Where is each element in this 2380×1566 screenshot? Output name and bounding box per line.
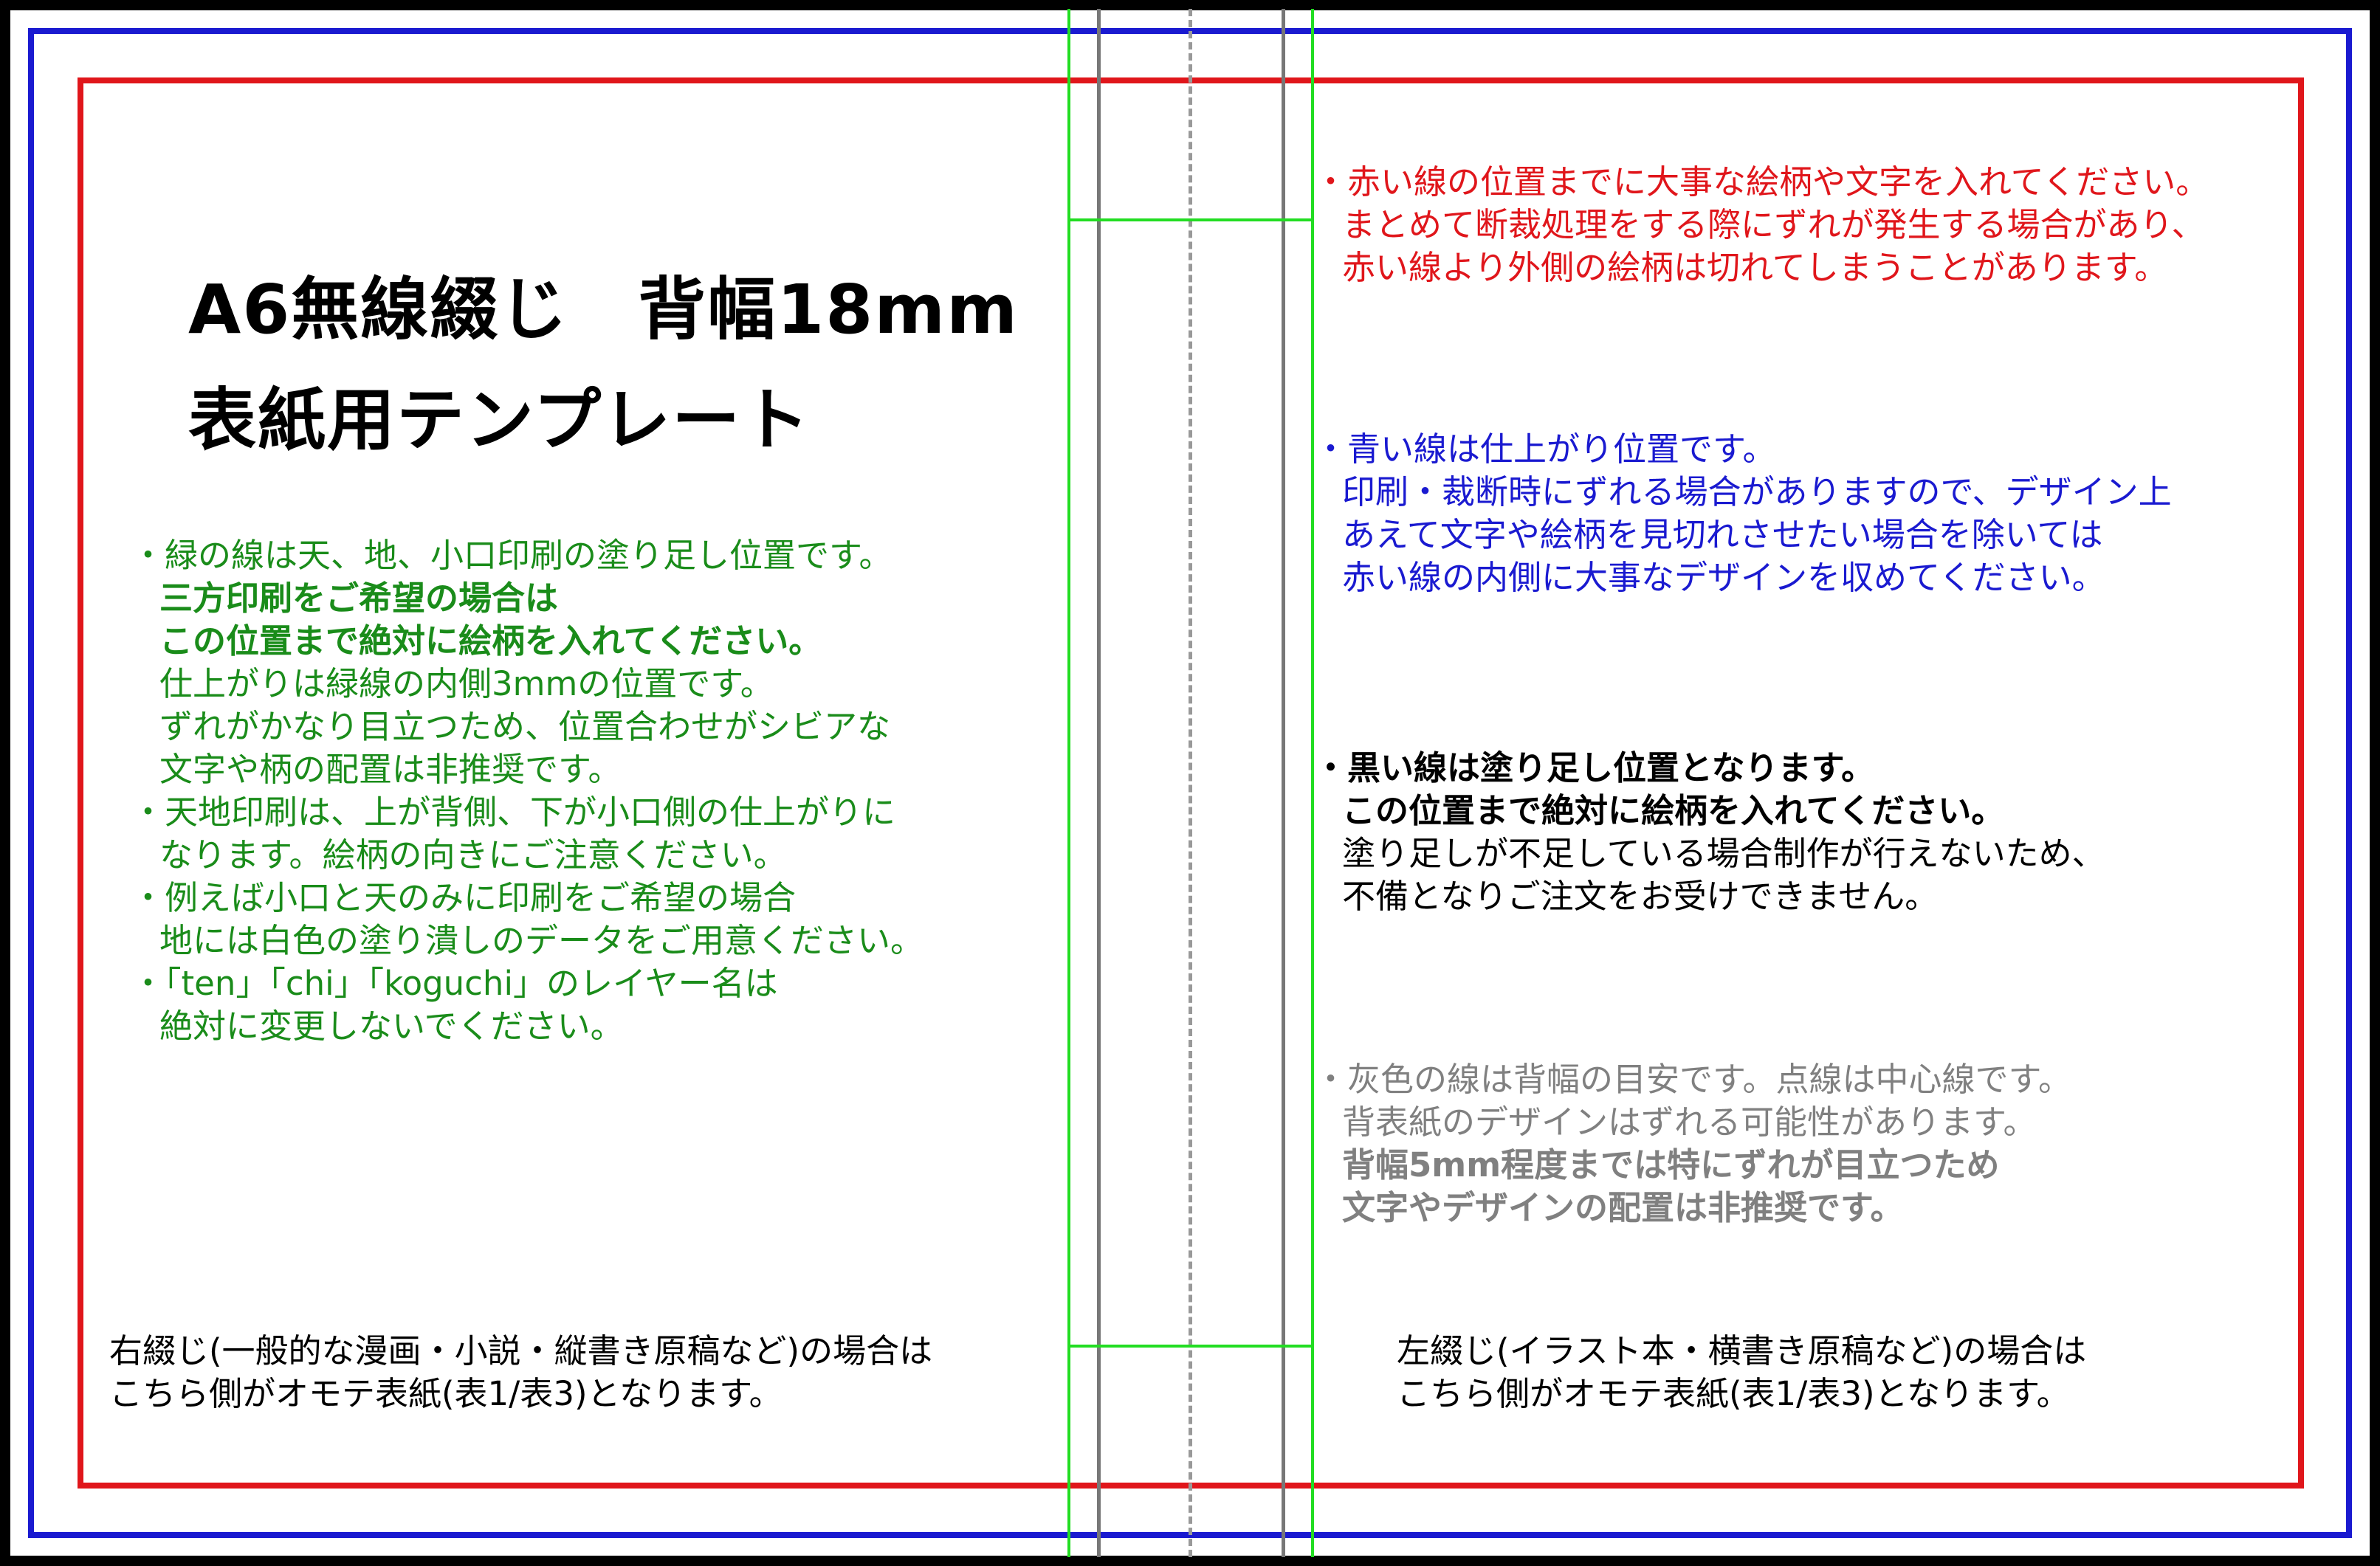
- spine-green-line-left: [1067, 9, 1070, 1557]
- green-note-line: ・天地印刷は、上が背側、下が小口側の仕上がりに: [131, 793, 896, 832]
- gray-note-line: 背表紙のデザインはずれる可能性があります。: [1342, 1103, 2037, 1142]
- red-note-line: 赤い線より外側の絵柄は切れてしまうことがあります。: [1342, 248, 2168, 287]
- spine-gray-line-left: [1097, 9, 1101, 1557]
- gray-line-notes: ・灰色の線は背幅の目安です。点線は中心線です。 背表紙のデザインはずれる可能性が…: [1314, 1058, 2071, 1229]
- spine-green-line-right: [1311, 9, 1314, 1557]
- black-note-line: 塗り足しが不足している場合制作が行えないため、: [1342, 834, 2105, 873]
- right-binding-line: こちら側がオモテ表紙(表1/表3)となります。: [109, 1374, 783, 1413]
- blue-line-notes: ・青い線は仕上がり位置です。 印刷・裁断時にずれる場合がありますので、デザイン上…: [1314, 428, 2172, 599]
- red-note-line: まとめて断裁処理をする際にずれが発生する場合があり、: [1342, 205, 2205, 244]
- gray-note-line: 文字やデザインの配置は非推奨です。: [1342, 1188, 1904, 1227]
- green-line-notes: ・緑の線は天、地、小口印刷の塗り足し位置です。 三方印刷をご希望の場合は この位…: [131, 534, 924, 1048]
- left-binding-line: 左綴じ(イラスト本・横書き原稿など)の場合は: [1397, 1331, 2087, 1370]
- green-note-line: 三方印刷をご希望の場合は: [159, 579, 559, 618]
- blue-note-line: 赤い線の内側に大事なデザインを収めてください。: [1342, 558, 2105, 597]
- right-binding-note: 右綴じ(一般的な漫画・小説・縦書き原稿など)の場合は こちら側がオモテ表紙(表1…: [109, 1330, 932, 1415]
- spine-gray-line-right: [1282, 9, 1285, 1557]
- spine-green-line-top: [1069, 218, 1313, 221]
- green-note-line: ・緑の線は天、地、小口印刷の塗り足し位置です。: [131, 536, 892, 575]
- green-note-line: ・「ten」「chi」「koguchi」のレイヤー名は: [131, 964, 778, 1003]
- green-note-line: 文字や柄の配置は非推奨です。: [159, 750, 622, 789]
- green-note-line: 絶対に変更しないでください。: [159, 1007, 624, 1046]
- green-note-line: ・例えば小口と天のみに印刷をご希望の場合: [131, 878, 797, 917]
- spine-green-line-bottom: [1069, 1345, 1313, 1348]
- template-title-line2: 表紙用テンプレート: [188, 381, 811, 460]
- gray-note-line: ・灰色の線は背幅の目安です。点線は中心線です。: [1314, 1060, 2072, 1099]
- blue-note-line: ・青い線は仕上がり位置です。: [1314, 430, 1776, 469]
- black-note-line: 不備となりご注文をお受けできません。: [1342, 877, 1939, 916]
- black-line-notes: ・黒い線は塗り足し位置となります。 この位置まで絶対に絵柄を入れてください。 塗…: [1314, 747, 2105, 918]
- green-note-line: ずれがかなり目立つため、位置合わせがシビアな: [159, 707, 891, 746]
- left-binding-line: こちら側がオモテ表紙(表1/表3)となります。: [1397, 1374, 2070, 1413]
- right-binding-line: 右綴じ(一般的な漫画・小説・縦書き原稿など)の場合は: [109, 1331, 933, 1370]
- gray-note-line: 背幅5mm程度までは特にずれが目立つため: [1342, 1145, 2000, 1184]
- spine-center-dashed-line: [1189, 9, 1192, 1557]
- left-binding-note: 左綴じ(イラスト本・横書き原稿など)の場合は こちら側がオモテ表紙(表1/表3)…: [1397, 1330, 2086, 1415]
- green-note-line: この位置まで絶対に絵柄を入れてください。: [159, 621, 822, 660]
- red-note-line: ・赤い線の位置までに大事な絵柄や文字を入れてください。: [1314, 162, 2209, 201]
- blue-note-line: 印刷・裁断時にずれる場合がありますので、デザイン上: [1342, 472, 2172, 511]
- green-note-line: 仕上がりは緑線の内側3mmの位置です。: [159, 664, 774, 703]
- black-note-line: この位置まで絶対に絵柄を入れてください。: [1342, 791, 2005, 830]
- black-note-line: ・黒い線は塗り足し位置となります。: [1314, 748, 1875, 787]
- template-title-line1: A6無線綴じ 背幅18mm: [188, 270, 1019, 349]
- blue-note-line: あえて文字や絵柄を見切れさせたい場合を除いては: [1342, 515, 2103, 554]
- green-note-line: なります。絵柄の向きにご注意ください。: [159, 835, 787, 875]
- green-note-line: 地には白色の塗り潰しのデータをご用意ください。: [159, 921, 924, 960]
- red-line-notes: ・赤い線の位置までに大事な絵柄や文字を入れてください。 まとめて断裁処理をする際…: [1314, 161, 2209, 289]
